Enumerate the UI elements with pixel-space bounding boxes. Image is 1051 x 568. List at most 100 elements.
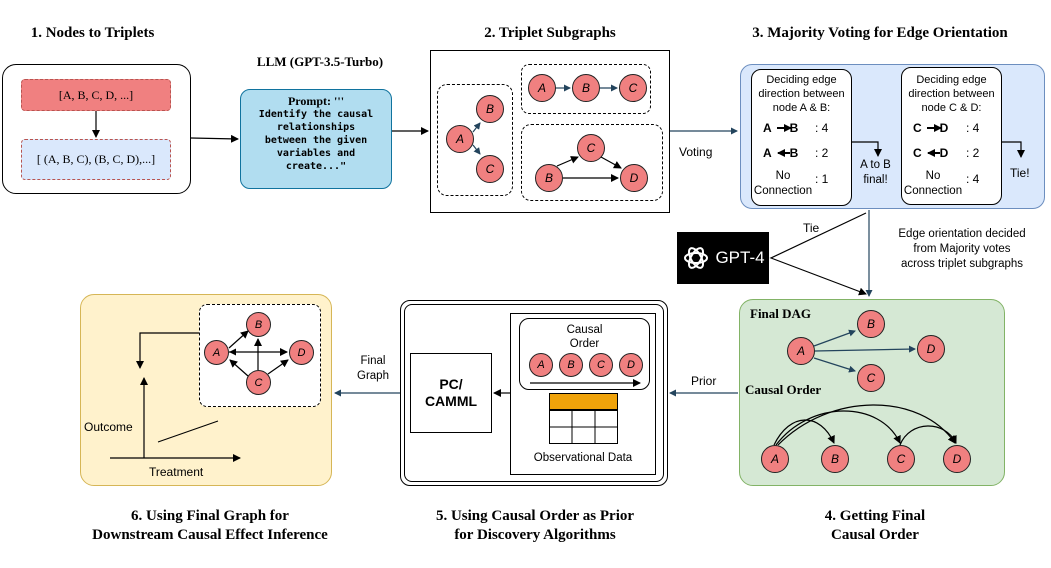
section-1-title: 1. Nodes to Triplets <box>30 25 155 41</box>
node-c: C <box>246 370 271 395</box>
node-a: A <box>528 74 556 102</box>
section-4-title: 4. Getting Final Causal Order <box>760 507 990 545</box>
node-b: B <box>535 164 563 192</box>
prompt-line: Identify the causal <box>258 109 374 120</box>
prior-inputs-box <box>510 313 656 475</box>
prompt-line: relationships <box>276 122 356 133</box>
camml-label: CAMML <box>424 393 478 409</box>
vote-to-node: D <box>939 146 949 160</box>
triplet-list-box: [ (A, B, C), (B, C, D),...] <box>21 139 171 180</box>
vote-row-no-connection: No Connection <box>753 169 813 199</box>
vote-card-cd <box>901 67 1002 205</box>
subgraph-box-1 <box>437 84 513 196</box>
vote-count: : 2 <box>815 146 829 160</box>
card-title-line: node C & D: <box>921 102 982 114</box>
result-line: final! <box>863 174 888 186</box>
node-c: C <box>589 353 613 377</box>
node-b: B <box>246 312 271 337</box>
vote-card-ab <box>751 69 852 206</box>
gpt4-logo-text: GPT-4 <box>715 248 765 267</box>
discovery-panel <box>404 304 664 482</box>
note-line: from Majority votes <box>913 243 1011 255</box>
prompt-line: variables and <box>276 148 356 159</box>
data-table-body <box>549 410 618 444</box>
treatment-label: Treatment <box>149 465 204 479</box>
gpt4-note: Edge orientation decided from Majority v… <box>877 227 1047 272</box>
prior-label: Prior <box>691 374 717 388</box>
node-a: A <box>787 337 815 365</box>
prompt-label: Prompt: ''' <box>287 94 345 108</box>
node-a: A <box>204 340 229 365</box>
final-dag-title: Final DAG <box>750 306 812 321</box>
node-b: B <box>857 310 885 338</box>
pc-camml-box: PC/ CAMML <box>410 353 492 433</box>
node-b: B <box>476 95 504 123</box>
vote-to-node: B <box>789 121 799 135</box>
discovery-panel-outer <box>400 300 668 486</box>
label-line: Causal <box>566 324 603 336</box>
openai-logo-icon <box>684 247 709 269</box>
node-a: A <box>446 125 474 153</box>
title-line: Downstream Causal Effect Inference <box>92 527 328 543</box>
node-c: C <box>887 445 915 473</box>
node-d: D <box>943 445 971 473</box>
node-d: D <box>619 353 643 377</box>
data-table-header <box>549 393 618 410</box>
vote-from-node: C <box>913 146 922 160</box>
vote-card-ab-title: Deciding edge direction between node A &… <box>751 73 852 115</box>
label-line: Final <box>360 355 386 367</box>
title-line: 6. Using Final Graph for <box>131 508 289 524</box>
vote-to-node: D <box>939 121 949 135</box>
label-line: Graph <box>357 370 389 382</box>
card-title-line: direction between <box>908 88 995 100</box>
section-6-title: 6. Using Final Graph for Downstream Caus… <box>60 507 360 545</box>
vote-to-node: B <box>789 146 799 160</box>
card-title-line: Deciding edge <box>766 74 837 86</box>
node-b: B <box>821 445 849 473</box>
gpt4-logo: GPT-4 <box>677 232 769 284</box>
vote-count: : 1 <box>815 172 829 186</box>
section-2-title: 2. Triplet Subgraphs <box>484 25 616 41</box>
vote-result-ab: A to B final! <box>853 158 898 188</box>
tie-label: Tie <box>803 221 820 235</box>
label-line: Order <box>569 338 600 350</box>
node-c: C <box>476 155 504 183</box>
note-line: Edge orientation decided <box>898 228 1026 240</box>
node-c: C <box>577 134 605 162</box>
subgraph-box-3 <box>521 124 663 201</box>
node-c: C <box>619 74 647 102</box>
causal-order-box-label: Causal Order <box>519 323 650 351</box>
title-line: 5. Using Causal Order as Prior <box>435 508 635 524</box>
node-d: D <box>289 340 314 365</box>
node-a: A <box>761 445 789 473</box>
vote-card-cd-title: Deciding edge direction between node C &… <box>901 73 1002 115</box>
prompt-box: Prompt: ''' Identify the causal relation… <box>240 89 392 189</box>
pc-label: PC/ <box>439 376 463 392</box>
node-a: A <box>529 353 553 377</box>
result-line: A to B <box>860 159 891 171</box>
no-connection-label: No <box>925 170 941 182</box>
no-connection-label: No <box>775 170 791 182</box>
llm-title: LLM (GPT-3.5-Turbo) <box>256 54 384 69</box>
node-d: D <box>620 164 648 192</box>
no-connection-label: Connection <box>903 185 963 197</box>
node-b: B <box>572 74 600 102</box>
prompt-line: create..." <box>285 161 347 172</box>
card-title-line: direction between <box>758 88 845 100</box>
node-list-box: [A, B, C, D, ...] <box>21 79 171 111</box>
node-d: D <box>917 335 945 363</box>
vote-from-node: C <box>913 121 922 135</box>
title-line: for Discovery Algorithms <box>454 527 616 543</box>
title-line: Causal Order <box>831 527 919 543</box>
section-5-title: 5. Using Causal Order as Prior for Disco… <box>400 507 670 545</box>
vote-from-node: A <box>763 121 772 135</box>
section-3-title: 3. Majority Voting for Edge Orientation <box>752 25 1008 41</box>
vote-count: : 4 <box>815 121 829 135</box>
vote-count: : 4 <box>966 121 980 135</box>
node-b: B <box>559 353 583 377</box>
card-title-line: Deciding edge <box>916 74 987 86</box>
